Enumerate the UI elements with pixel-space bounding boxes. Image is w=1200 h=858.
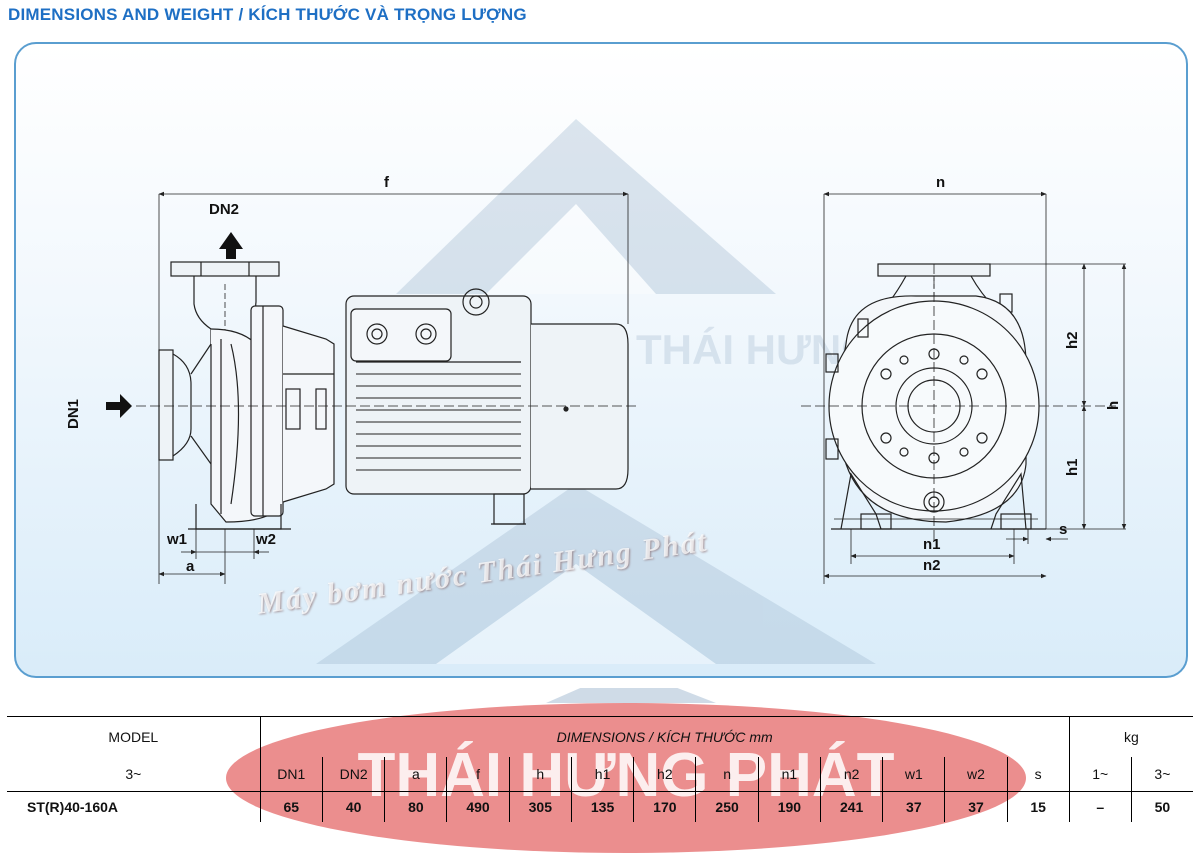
label-f: f — [384, 174, 390, 191]
cell-kg-1phase: – — [1068, 791, 1132, 822]
col-w2: w2 — [944, 757, 1008, 792]
cell-w2: 37 — [944, 791, 1008, 822]
cell-kg-3phase: 50 — [1130, 791, 1193, 822]
cell-w1: 37 — [882, 791, 945, 822]
label-w1: w1 — [166, 531, 187, 548]
dimensions-header: DIMENSIONS / KÍCH THƯỚC mm — [259, 716, 1070, 757]
label-n: n — [936, 174, 945, 191]
cell-h1: 135 — [570, 791, 634, 822]
model-header: MODEL — [7, 716, 261, 757]
arrow-right-icon — [106, 394, 132, 418]
cell-h: 305 — [508, 791, 572, 822]
label-dn2: DN2 — [209, 201, 239, 218]
col-kg-3phase: 3~ — [1130, 757, 1193, 792]
cell-n: 250 — [695, 791, 759, 822]
pump-drawing: THÁI HƯNG PHÁT — [65, 119, 1127, 664]
cell-f: 490 — [446, 791, 510, 822]
table-row: ST(R)40-160A 65 40 80 490 305 135 170 25… — [7, 791, 1193, 822]
label-n1: n1 — [923, 536, 941, 553]
col-kg-1phase: 1~ — [1068, 757, 1132, 792]
label-w2: w2 — [255, 531, 276, 548]
col-s: s — [1006, 757, 1070, 792]
label-dn1: DN1 — [65, 399, 82, 429]
cell-n2: 241 — [819, 791, 883, 822]
drawing-panel: THÁI HƯNG PHÁT — [14, 42, 1188, 678]
cell-a: 80 — [384, 791, 447, 822]
label-n2: n2 — [923, 557, 941, 574]
label-h: h — [1105, 401, 1122, 410]
col-n: n — [695, 757, 759, 792]
row-model: ST(R)40-160A — [7, 791, 261, 822]
label-h2: h2 — [1064, 331, 1081, 349]
col-h2: h2 — [633, 757, 696, 792]
col-dn1: DN1 — [259, 757, 323, 792]
label-h1: h1 — [1064, 458, 1081, 476]
col-w1: w1 — [882, 757, 945, 792]
phase-label: 3~ — [125, 766, 142, 782]
label-a: a — [186, 558, 195, 575]
cell-dn2: 40 — [321, 791, 385, 822]
arrow-up-icon — [219, 232, 243, 259]
col-dn2: DN2 — [321, 757, 385, 792]
kg-header: kg — [1068, 716, 1193, 757]
label-s: s — [1059, 521, 1067, 538]
cell-n1: 190 — [757, 791, 821, 822]
mountain-watermark — [316, 119, 876, 664]
col-h: h — [508, 757, 572, 792]
cell-dn1: 65 — [259, 791, 323, 822]
col-h1: h1 — [570, 757, 634, 792]
col-a: a — [384, 757, 447, 792]
cell-s: 15 — [1006, 791, 1070, 822]
col-n2: n2 — [819, 757, 883, 792]
dimensions-table: MODEL DIMENSIONS / KÍCH THƯỚC mm kg 3~ D… — [7, 716, 1193, 822]
col-f: f — [446, 757, 510, 792]
cell-h2: 170 — [633, 791, 696, 822]
page-title: DIMENSIONS AND WEIGHT / KÍCH THƯỚC VÀ TR… — [8, 5, 527, 24]
col-n1: n1 — [757, 757, 821, 792]
